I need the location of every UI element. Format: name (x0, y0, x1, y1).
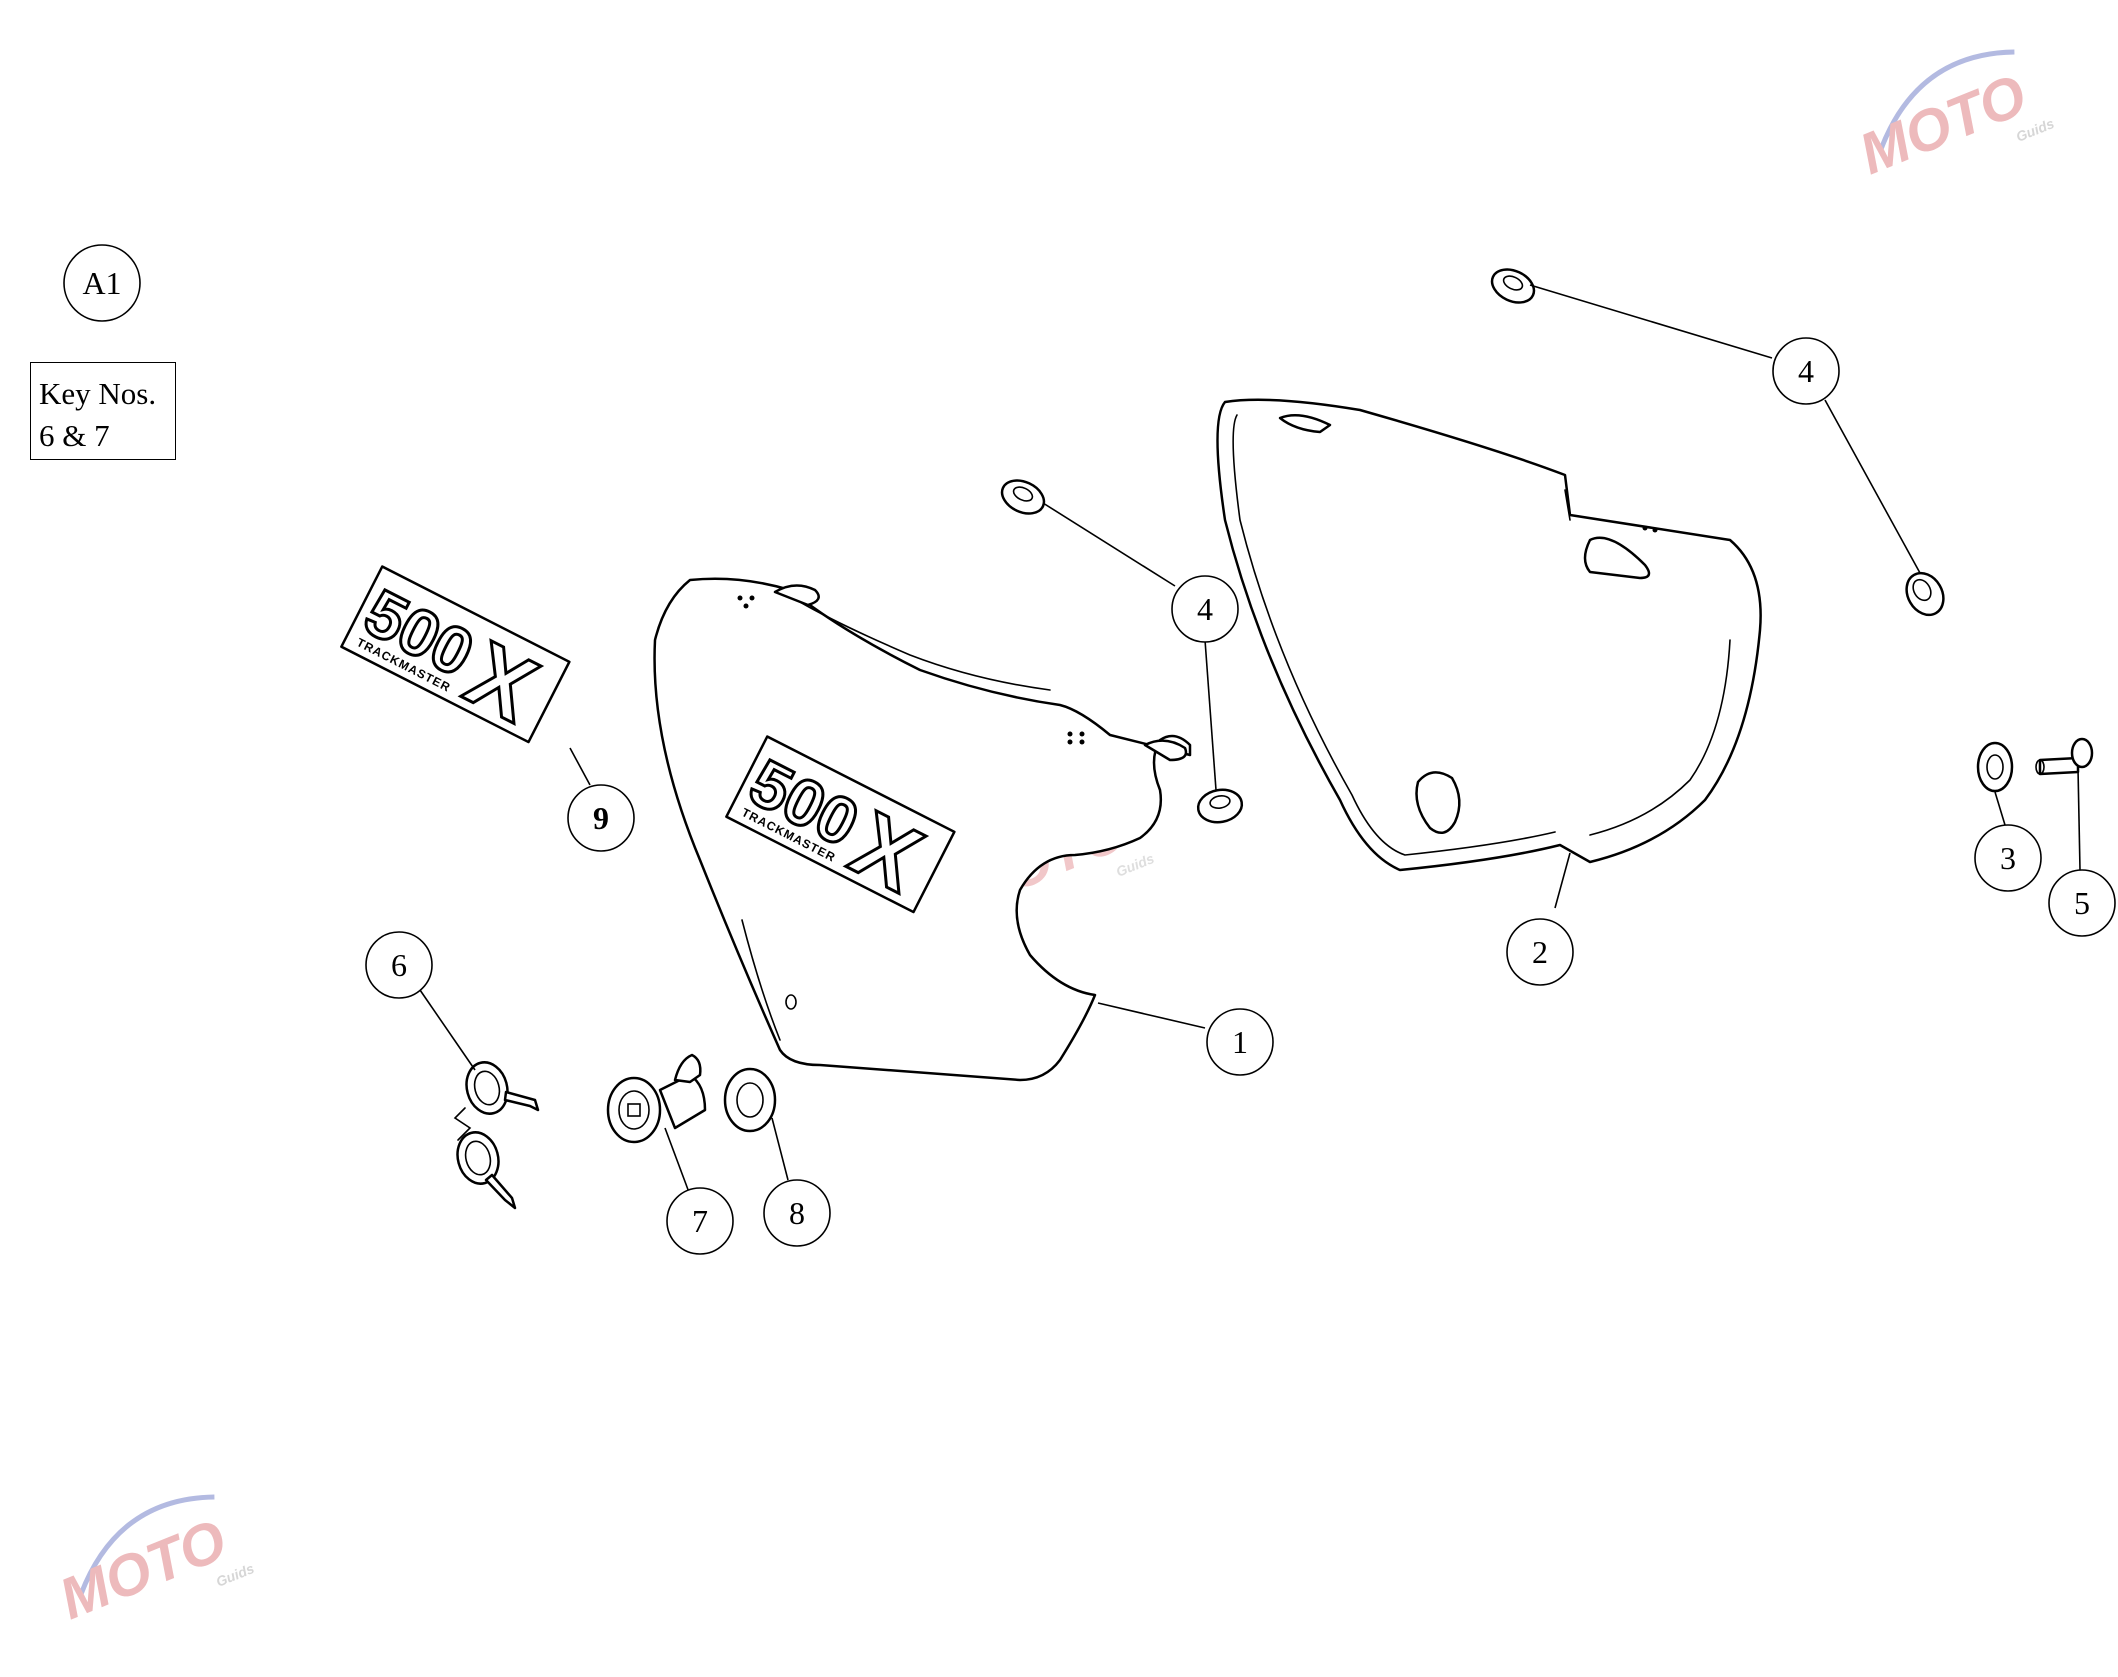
callout-label: 6 (391, 947, 407, 983)
watermark-text: MOTO (51, 1507, 236, 1632)
callout-label: 1 (1232, 1024, 1248, 1060)
assembly-label-text: A1 (82, 265, 121, 301)
callout-label: 7 (692, 1203, 708, 1239)
part-8-washer (723, 1067, 777, 1133)
part-9-decal: 500 X TRACKMASTER (340, 565, 571, 744)
callout-6: 6 (365, 931, 433, 999)
callout-label: 3 (2000, 840, 2016, 876)
watermark-top-right: MOTO Guids (1851, 49, 2057, 187)
part-4-grommet (1490, 268, 1536, 304)
watermark-bottom-left: MOTO Guids (51, 1494, 257, 1632)
callout-label: 8 (789, 1195, 805, 1231)
part-4-grommet (1905, 571, 1945, 617)
part-6-keys (453, 1061, 540, 1210)
callout-3: 3 (1974, 824, 2042, 892)
key-note-line-1: Key Nos. (39, 376, 157, 411)
part-4-grommet (1000, 479, 1046, 515)
callout-4-center: 4 (1171, 575, 1239, 643)
part-2-side-panel (1216, 398, 1762, 872)
callout-5: 5 (2048, 869, 2116, 937)
callout-label: 4 (1197, 591, 1213, 627)
part-7-lock (606, 1053, 707, 1144)
part-4-grommet (1196, 788, 1244, 824)
callout-9: 9 (567, 784, 635, 852)
key-note-box: Key Nos. 6 & 7 (30, 362, 176, 460)
key-note-line-2: 6 & 7 (39, 418, 110, 453)
callout-1: 1 (1206, 1008, 1274, 1076)
callout-label: 4 (1798, 353, 1814, 389)
watermark-text: MOTO (1851, 62, 2036, 187)
callout-8: 8 (763, 1179, 831, 1247)
part-5-screw (2035, 737, 2094, 776)
callout-4-top: 4 (1772, 337, 1840, 405)
assembly-label: A1 (63, 244, 141, 322)
leader-lines (419, 284, 2081, 1196)
part-3-washer (1976, 741, 2014, 793)
callout-label: 9 (593, 800, 609, 836)
callout-7: 7 (666, 1187, 734, 1255)
callout-2: 2 (1506, 918, 1574, 986)
callout-label: 2 (1532, 934, 1548, 970)
callout-label: 5 (2074, 885, 2090, 921)
part-1-side-cover: 500 X TRACKMASTER (653, 577, 1192, 1082)
